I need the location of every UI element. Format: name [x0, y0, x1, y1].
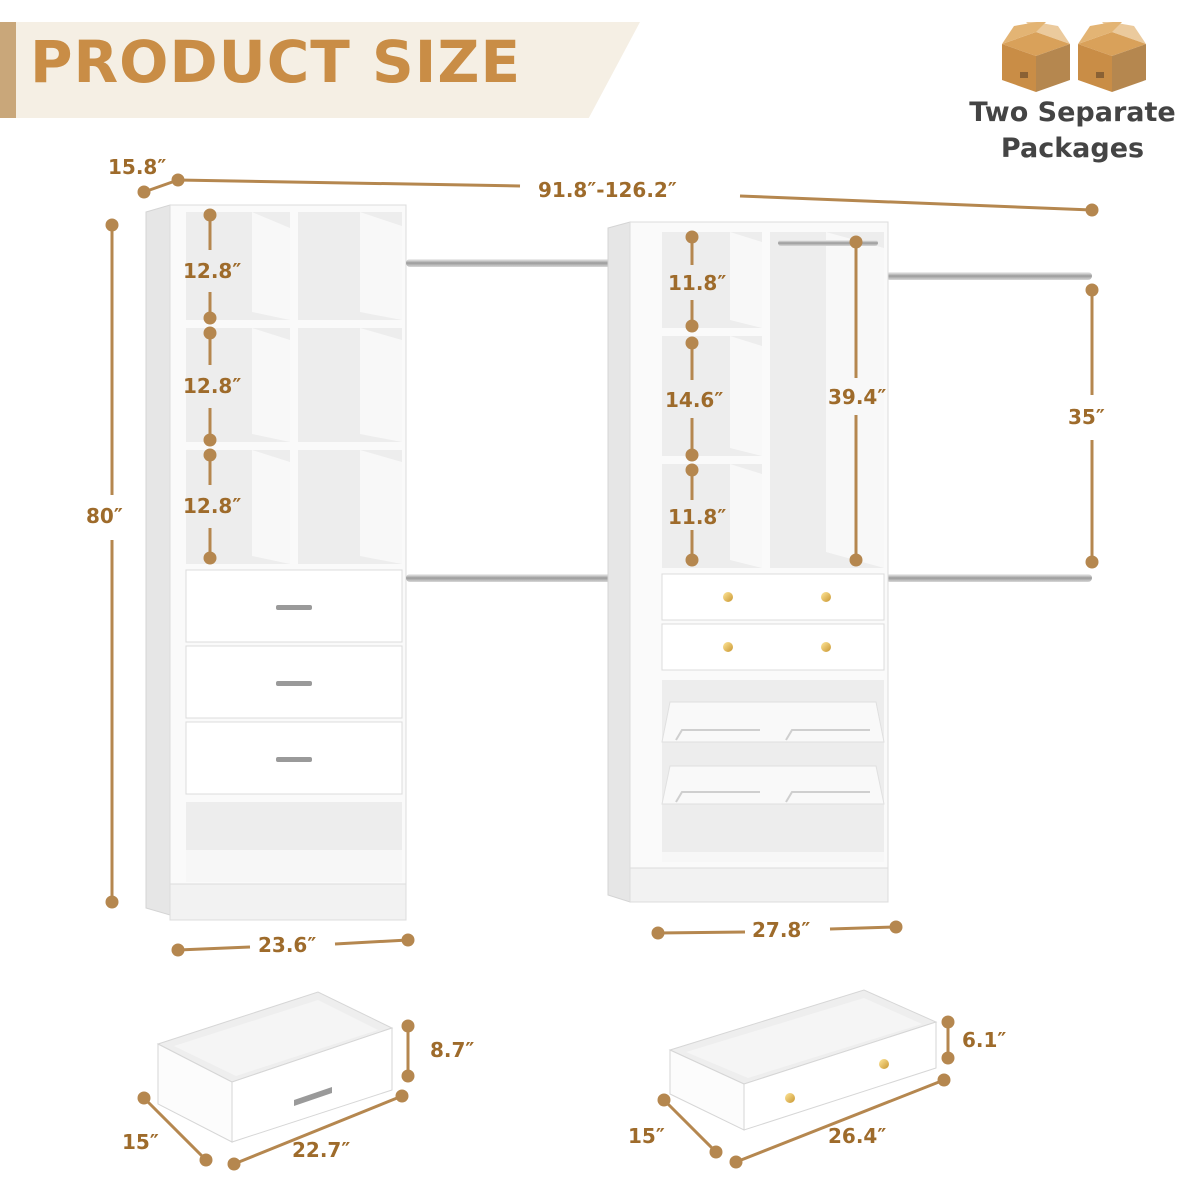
dimension-lines: [105, 173, 1099, 957]
rod-gap-label: 35″: [1068, 405, 1105, 429]
right-drawer-depth-label: 15″: [628, 1124, 665, 1148]
hanging-rod-top-right: [886, 272, 1092, 280]
hanging-rod-bottom-left: [406, 574, 634, 582]
title-banner: [0, 22, 640, 118]
boxes-icon: [1002, 22, 1146, 92]
right-drawer-height-label: 6.1″: [962, 1028, 1007, 1052]
hanging-rod-bottom-right: [886, 574, 1092, 582]
left-drawer-dimension-lines: [137, 1019, 415, 1171]
left-drawer-height-label: 8.7″: [430, 1038, 475, 1062]
left-shelf-2-label: 12.8″: [183, 374, 242, 398]
right-shelf-2-label: 14.6″: [665, 388, 724, 412]
left-drawer-width-label: 22.7″: [292, 1138, 351, 1162]
packages-label: Two Separate Packages: [969, 97, 1176, 164]
left-drawer-illustration: [156, 991, 394, 1143]
title-banner-accent: [0, 22, 16, 118]
left-shelf-1-label: 12.8″: [183, 259, 242, 283]
left-width-label: 23.6″: [258, 933, 317, 957]
right-drawer-illustration: [668, 989, 938, 1131]
right-width-label: 27.8″: [752, 918, 811, 942]
right-shelf-1-label: 11.8″: [668, 271, 727, 295]
left-drawer-depth-label: 15″: [122, 1130, 159, 1154]
right-drawer-width-label: 26.4″: [828, 1124, 887, 1148]
right-tower: [607, 221, 889, 903]
hanging-rod-top-left: [406, 259, 634, 267]
right-drawer-dimension-lines: [657, 1015, 955, 1169]
depth-label: 15.8″: [108, 155, 167, 179]
total-width-label: 91.8″-126.2″: [538, 178, 677, 202]
left-tower: [145, 204, 407, 921]
height-label: 80″: [86, 504, 123, 528]
right-shelf-3-label: 11.8″: [668, 505, 727, 529]
left-shelf-3-label: 12.8″: [183, 494, 242, 518]
hanging-height-label: 39.4″: [828, 385, 887, 409]
page-title: PRODUCT SIZE: [30, 28, 522, 96]
